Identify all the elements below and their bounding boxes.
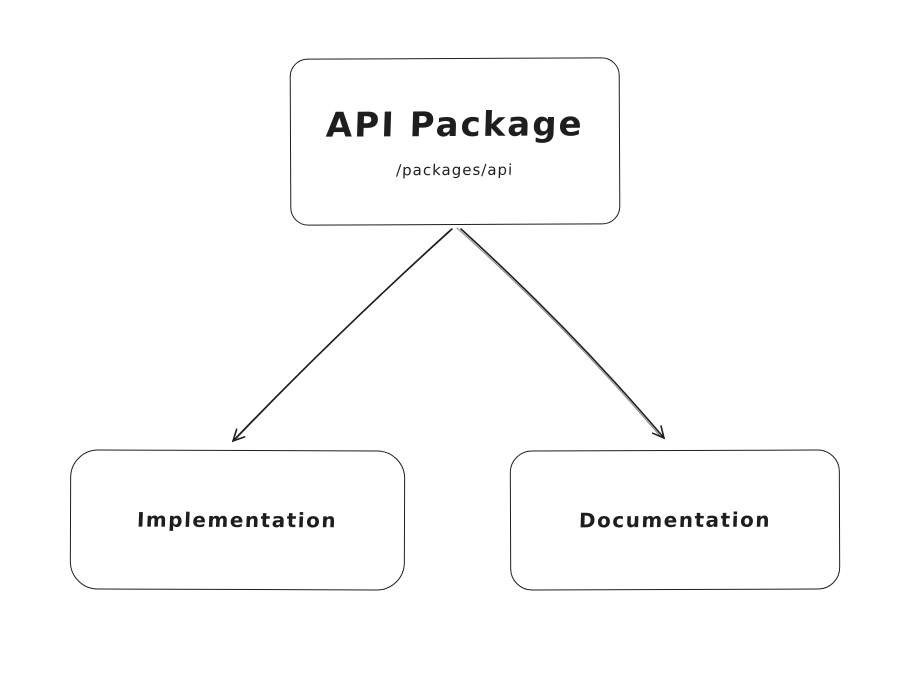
- arrow-to-documentation-sketch-stroke: [456, 227, 661, 437]
- arrow-to-implementation-sketch-stroke: [235, 229, 451, 440]
- arrow-to-documentation: [460, 228, 666, 440]
- node-api-package[interactable]: API Package /packages/api: [289, 57, 621, 226]
- node-api-package-title: API Package: [325, 103, 585, 146]
- node-implementation-label: Implementation: [136, 507, 339, 533]
- node-documentation[interactable]: Documentation: [509, 449, 841, 591]
- node-implementation[interactable]: Implementation: [69, 449, 406, 591]
- arrow-to-implementation: [231, 228, 453, 443]
- node-api-package-subtitle: /packages/api: [396, 160, 514, 179]
- node-documentation-label: Documentation: [578, 507, 772, 533]
